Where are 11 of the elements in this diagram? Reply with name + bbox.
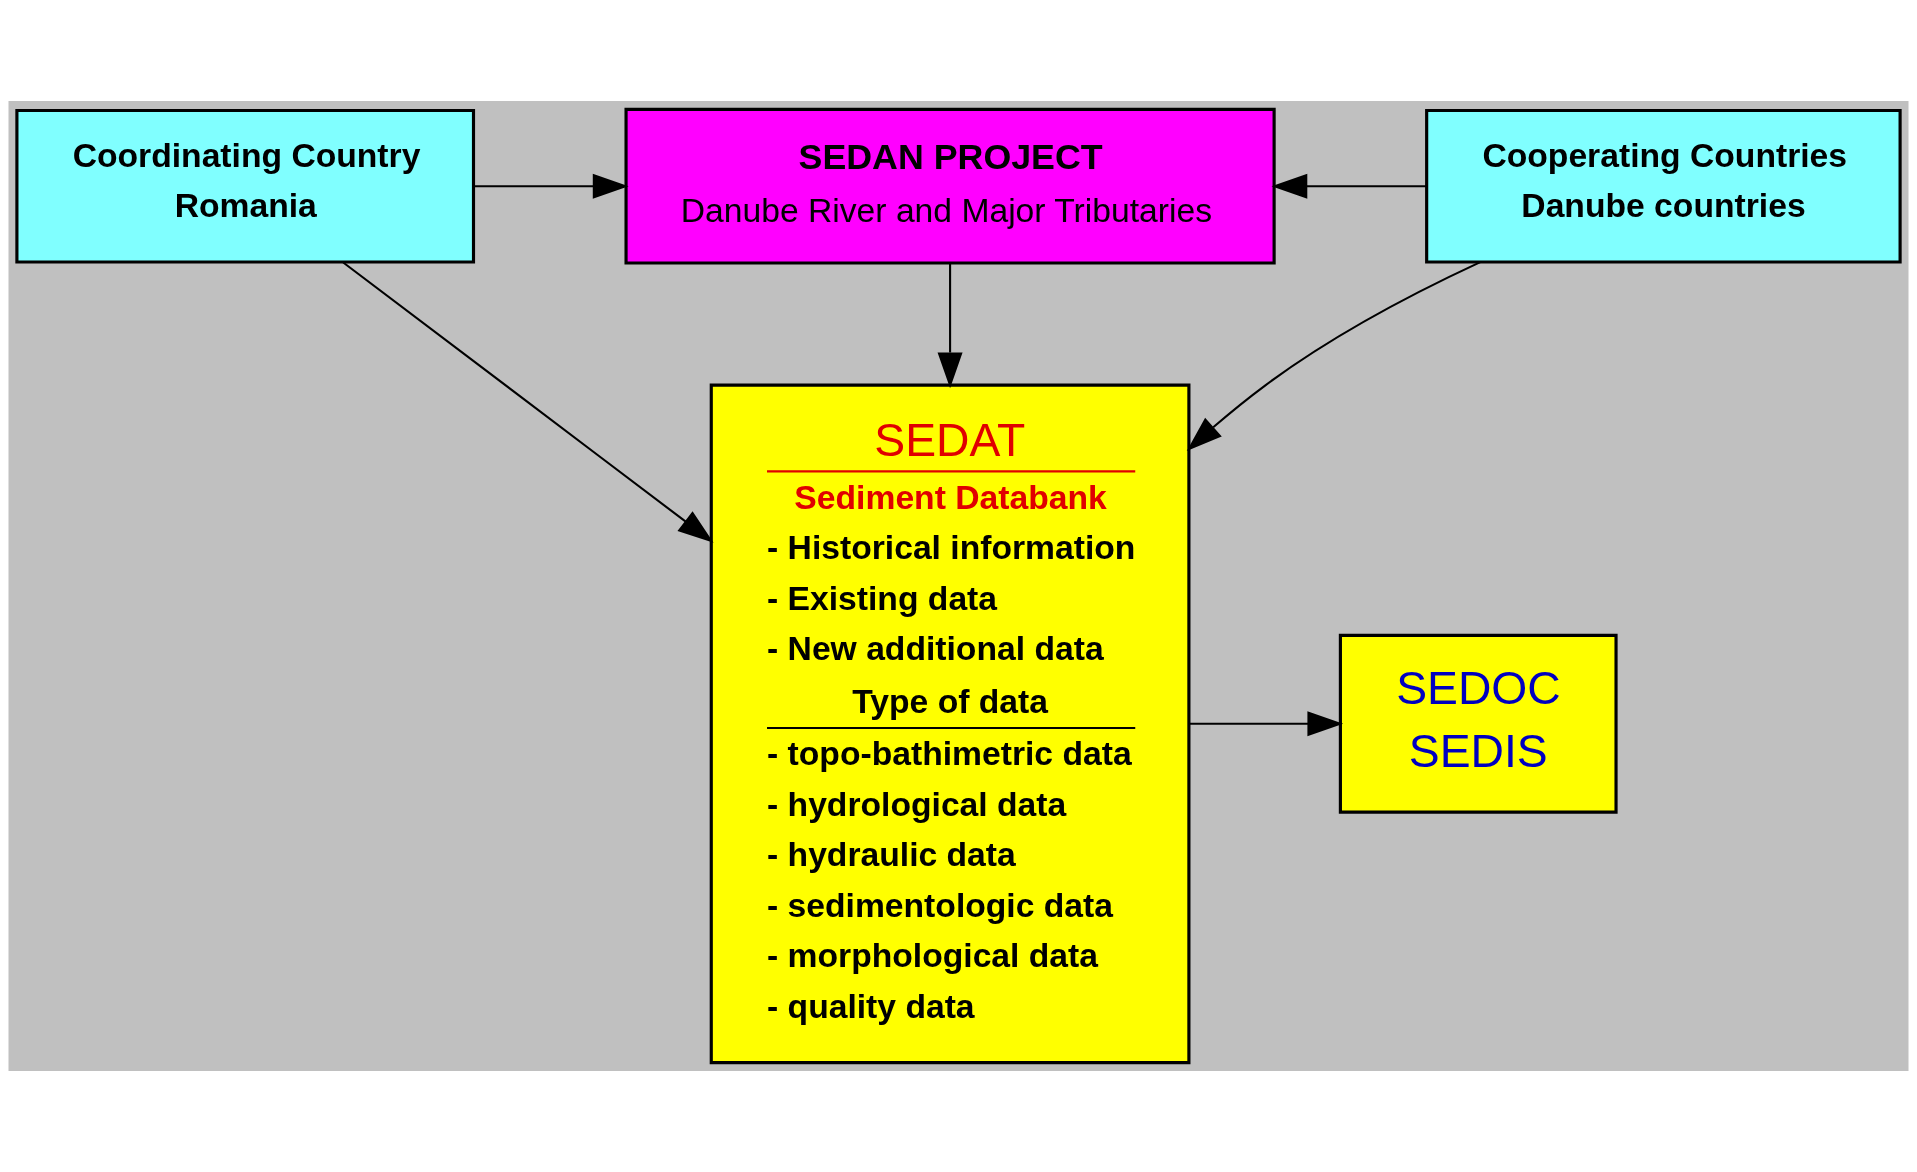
node-box: Cooperating Countries Danube countries (1425, 108, 1902, 264)
node-box: SEDAN PROJECT Danube River and Major Tributaries (624, 107, 1276, 265)
node-box: SEDAT Sediment Databank - Historical information - Existing data - New additional data Type of data - topo-bathimetric data - hydrological data - hydraulic data - sedimentologic data - morphological data - quality data (709, 383, 1191, 1065)
arrow (1186, 261, 1481, 451)
arrow (473, 173, 629, 199)
node-box: Coordinating Country Romania (15, 108, 476, 264)
arrow (1189, 711, 1344, 737)
arrow (937, 263, 963, 389)
arrow (1271, 173, 1427, 199)
node-box: SEDOC SEDIS (1338, 633, 1618, 814)
arrow (342, 261, 714, 543)
